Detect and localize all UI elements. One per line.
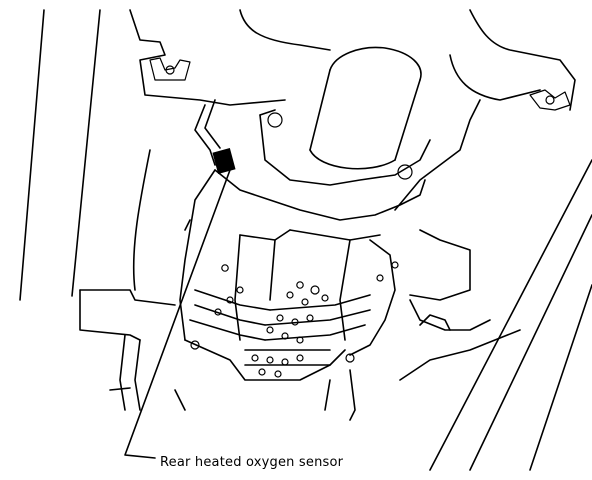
right-lower-body: [324, 99, 521, 421]
exhaust-pipe: [309, 46, 422, 170]
right-body-panel: [429, 159, 592, 471]
heat-shield-upper: [259, 109, 431, 186]
callout-label: Rear heated oxygen sensor: [160, 455, 344, 470]
left-lower-body: [79, 149, 191, 411]
oxygen-sensor: [194, 99, 236, 174]
left-body-panel: [19, 9, 101, 301]
callout-leader: [124, 169, 231, 459]
shield-perforations: [190, 261, 399, 378]
catalytic-converter: [179, 169, 426, 381]
floor-crossmember: [129, 9, 576, 111]
mounting-bracket-left: [149, 57, 191, 81]
mounting-bracket-right: [529, 89, 571, 111]
